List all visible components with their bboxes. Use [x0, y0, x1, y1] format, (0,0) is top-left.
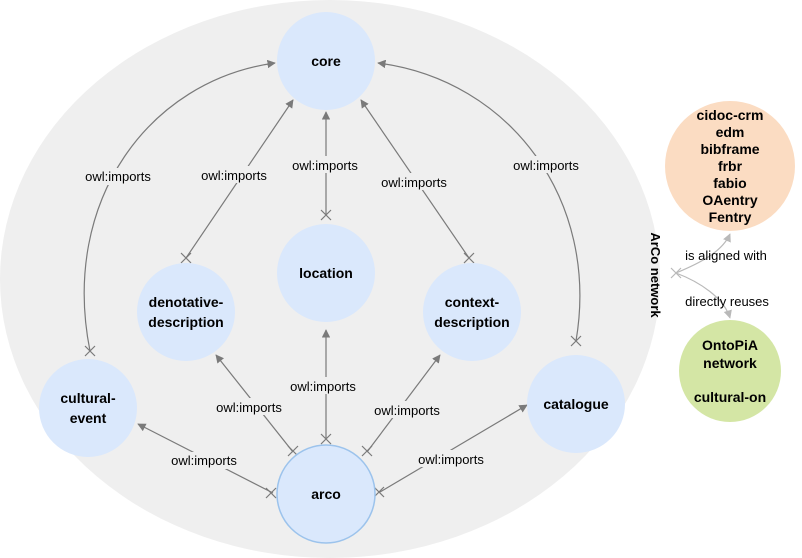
node-cultural-event: cultural- event — [39, 359, 137, 457]
label-denotative-core: owl:imports — [201, 168, 267, 183]
external-item-5: OAentry — [702, 192, 757, 208]
relation-aligned-label: is aligned with — [685, 248, 767, 263]
node-core-label: core — [311, 53, 341, 69]
arco-network-label: ArCo network — [648, 232, 663, 318]
node-arco: arco — [276, 444, 376, 544]
relation-arrows — [670, 233, 732, 319]
node-location-label: location — [299, 265, 353, 281]
label-arco-cultural: owl:imports — [171, 453, 237, 468]
edge-labels: owl:imports owl:imports owl:imports owl:… — [80, 156, 587, 469]
node-denotative-label-1: denotative- — [149, 294, 224, 310]
node-core: core — [277, 12, 375, 110]
label-catalogue-core: owl:imports — [513, 158, 579, 173]
external-ontologies: cidoc-crm edm bibframe frbr fabio OAentr… — [665, 101, 795, 231]
node-denotative-description: denotative- description — [137, 263, 235, 361]
external-item-0: cidoc-crm — [697, 107, 764, 123]
external-item-2: bibframe — [700, 141, 759, 157]
label-arco-location: owl:imports — [290, 379, 356, 394]
node-location: location — [277, 224, 375, 322]
label-arco-catalogue: owl:imports — [418, 452, 484, 467]
ontopia-label-3: cultural-on — [694, 389, 766, 405]
node-cultural-label-2: event — [70, 410, 107, 426]
ontopia-label-2: network — [703, 355, 757, 371]
edge-catalogue-core — [377, 59, 581, 342]
label-arco-denotative: owl:imports — [216, 400, 282, 415]
node-context-label-1: context- — [445, 294, 500, 310]
node-catalogue-label: catalogue — [543, 396, 609, 412]
label-context-core: owl:imports — [381, 175, 447, 190]
label-arco-context: owl:imports — [374, 403, 440, 418]
node-cultural-label-1: cultural- — [60, 390, 116, 406]
node-denotative-label-2: description — [148, 314, 223, 330]
node-context-description: context- description — [423, 263, 521, 361]
ontopia-label-1: OntoPiA — [702, 337, 758, 353]
external-item-4: fabio — [713, 175, 746, 191]
node-context-label-2: description — [434, 314, 509, 330]
label-location-core: owl:imports — [292, 158, 358, 173]
external-item-3: frbr — [718, 158, 743, 174]
edge-cultural-event-core — [83, 59, 276, 352]
node-arco-label: arco — [311, 486, 341, 502]
label-cultural-core: owl:imports — [85, 169, 151, 184]
edge-arco-catalogue — [379, 404, 528, 493]
external-item-6: Fentry — [709, 209, 752, 225]
ontopia-network: OntoPiA network cultural-on — [679, 320, 781, 422]
relation-reuses-label: directly reuses — [685, 294, 769, 309]
node-catalogue: catalogue — [527, 355, 625, 453]
external-item-1: edm — [716, 124, 745, 140]
